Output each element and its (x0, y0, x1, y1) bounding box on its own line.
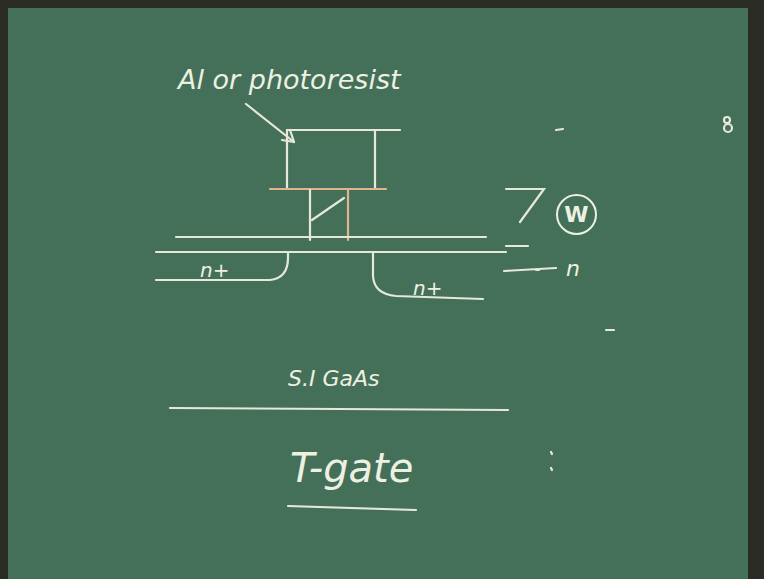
circled-letter: W (556, 194, 597, 235)
chalkboard: Al or photoresist n+ n+ nS.I GaAsT-gate W (8, 8, 748, 579)
device-sketch (8, 8, 748, 579)
material-label: Al or photoresist (178, 66, 401, 93)
substrate-label: S.I GaAs (288, 368, 379, 390)
layer-label: n (566, 258, 580, 280)
title-label: T-gate (290, 448, 413, 488)
node-text: W (564, 204, 588, 226)
region-label: n+ (200, 260, 229, 280)
region-label: n+ (413, 278, 442, 298)
